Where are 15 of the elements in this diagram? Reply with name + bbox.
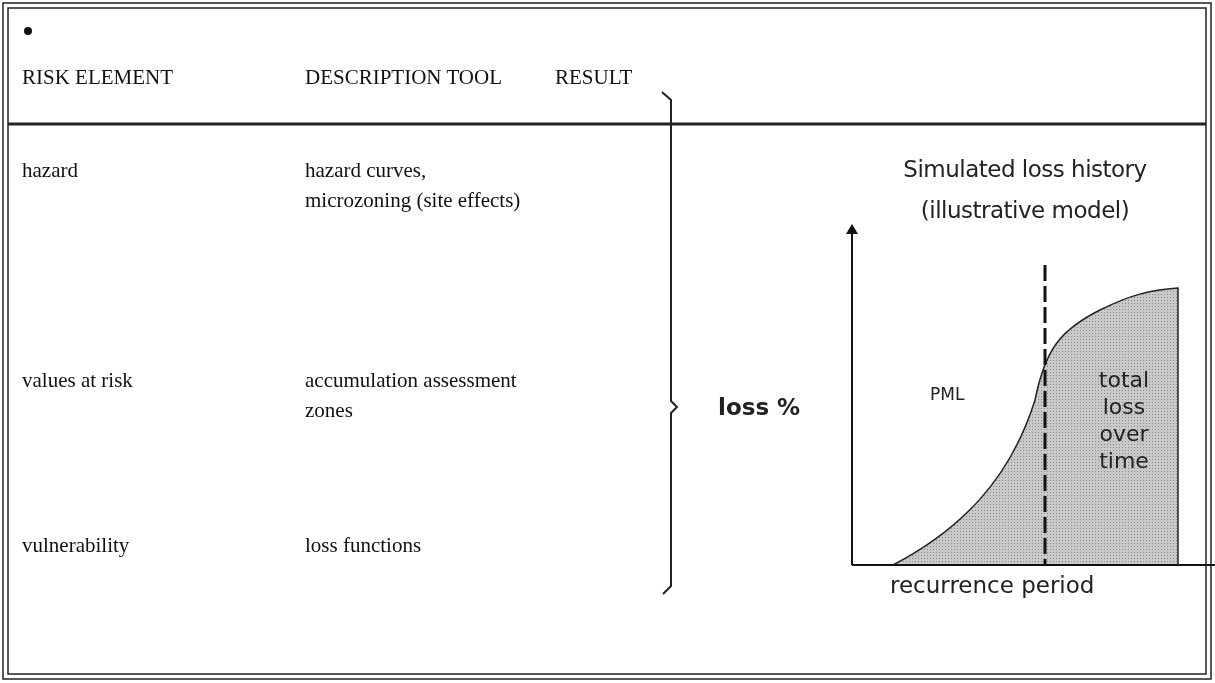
column-header: RESULT [555, 64, 634, 91]
axis-label: recurrence period [890, 572, 1096, 598]
chart-annotation: total loss over time [1097, 366, 1151, 474]
description-text: hazard curves, microzoning (site effects) [305, 157, 522, 214]
description-text: loss functions [305, 532, 423, 559]
chart-annotation: PML [930, 384, 966, 404]
chart-title: Simulated loss history [902, 156, 1148, 182]
column-header: RISK ELEMENT [22, 64, 175, 91]
risk-element-text: vulnerability [22, 532, 131, 559]
risk-element-text: values at risk [22, 367, 134, 394]
axis-label: loss % [718, 394, 801, 420]
column-header: DESCRIPTION TOOL [305, 64, 503, 91]
description-text: accumulation assessment zones [305, 367, 518, 424]
chart-subtitle: (illustrative model) [919, 197, 1131, 223]
risk-element-text: hazard [22, 157, 79, 184]
